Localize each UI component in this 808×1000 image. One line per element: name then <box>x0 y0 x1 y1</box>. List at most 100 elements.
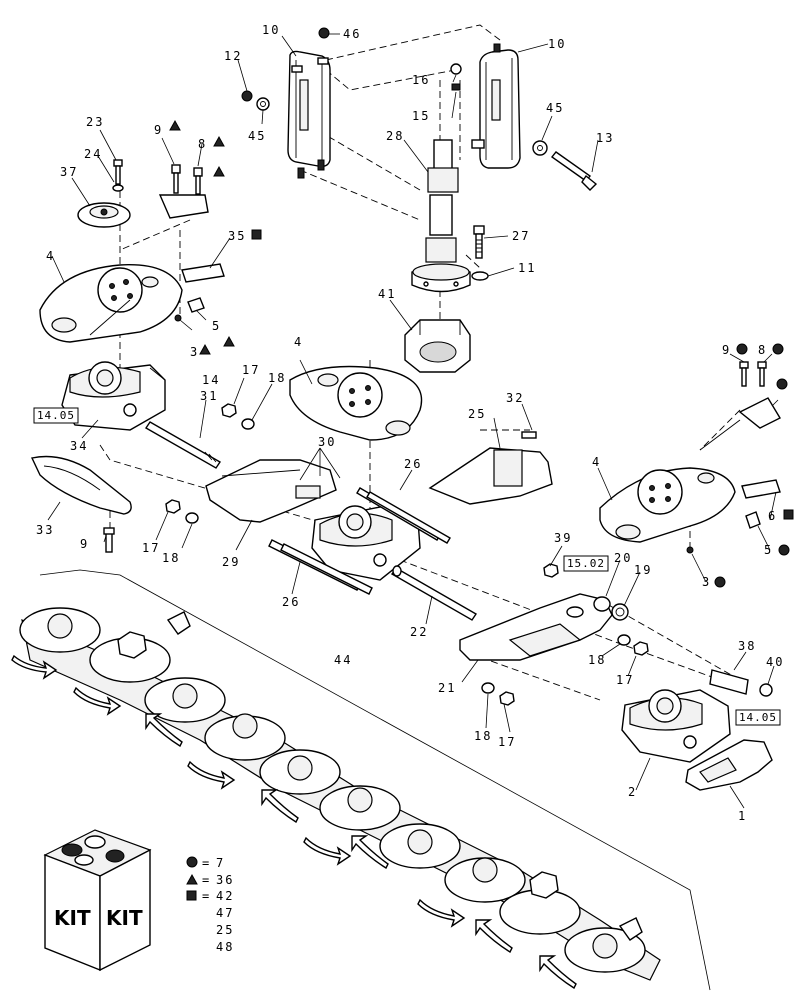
callout-label: 5 <box>764 543 773 557</box>
callout-label: 9 <box>722 343 731 357</box>
callout-label: 24 <box>84 147 102 161</box>
legend-eq: = <box>202 873 211 887</box>
callout-label: 45 <box>546 101 564 115</box>
callout-label: 10 <box>262 23 280 37</box>
nut-washer-17-18-top <box>221 403 255 430</box>
cutterbar-44 <box>11 569 711 991</box>
legend-eq: = <box>202 856 211 870</box>
callout-label: 34 <box>70 439 88 453</box>
callout-label: 18 <box>162 551 180 565</box>
callout-label: 8 <box>758 343 767 357</box>
callout-label: 6 <box>768 509 777 523</box>
callout-label: 17 <box>498 735 516 749</box>
callout-label: 27 <box>512 229 530 243</box>
callout-label: 19 <box>634 563 652 577</box>
square-icon <box>251 229 262 240</box>
kit-legend: KIT KIT = 7 = 36 = 42 47 25 48 <box>43 829 234 972</box>
callout-label: 26 <box>282 595 300 609</box>
callout-label: 9 <box>154 123 163 137</box>
callout-label: 21 <box>438 681 456 695</box>
kit-label: KIT <box>54 906 91 930</box>
rotation-arrows <box>11 654 577 990</box>
hood-right <box>599 467 736 543</box>
plate-6 <box>686 479 781 554</box>
legend-triangle-value: 36 <box>216 873 234 887</box>
bolt-23 <box>112 159 124 192</box>
legend-extra: 25 <box>216 923 234 937</box>
callout-label: 11 <box>518 261 536 275</box>
callout-label: 22 <box>410 625 428 639</box>
skid-1 <box>685 739 773 791</box>
callout-label: 12 <box>224 49 242 63</box>
legend-extra: 48 <box>216 940 234 954</box>
callout-label: 44 <box>334 653 352 667</box>
triangle-icon <box>213 165 225 177</box>
bolt-27 <box>471 225 489 281</box>
callout-label: 20 <box>614 551 632 565</box>
triangle-icon <box>199 343 211 355</box>
callout-label: 29 <box>222 555 240 569</box>
bracket-right <box>699 361 781 451</box>
callout-label: 8 <box>198 137 207 151</box>
gearbox-2 <box>621 689 731 763</box>
circle-icon <box>776 378 788 390</box>
plate-35 <box>174 263 225 322</box>
link-21 <box>459 593 613 661</box>
symbol-markers <box>169 119 794 588</box>
callout-label: 3 <box>702 575 711 589</box>
shield-25 <box>428 431 553 505</box>
ref-box-14-05-right[interactable]: 14.05 <box>735 709 781 726</box>
callout-label: 33 <box>36 523 54 537</box>
legend-extra: 47 <box>216 906 234 920</box>
bolt-38-40 <box>709 669 773 697</box>
circle-icon <box>778 544 790 556</box>
washers-19-20-39 <box>543 563 629 621</box>
callout-label: 45 <box>248 129 266 143</box>
ref-box-14-05-left[interactable]: 14.05 <box>33 407 79 424</box>
callout-label: 17 <box>242 363 260 377</box>
shaft-22 <box>391 565 477 621</box>
circle-icon <box>186 856 198 868</box>
callout-label: 41 <box>378 287 396 301</box>
circle-icon <box>772 343 784 355</box>
legend-eq: = <box>202 889 211 903</box>
callout-label: 9 <box>80 537 89 551</box>
callout-numbers: 10 46 12 45 10 16 15 45 13 28 27 11 41 2… <box>36 23 784 823</box>
callout-label: 35 <box>228 229 246 243</box>
callout-label: 40 <box>766 655 784 669</box>
callout-label: 38 <box>738 639 756 653</box>
callout-label: 14 <box>202 373 220 387</box>
kit-box-icon: KIT KIT <box>43 829 152 972</box>
shaft-31 <box>145 421 221 469</box>
gearbox-34 <box>61 361 166 431</box>
callout-label: 10 <box>548 37 566 51</box>
square-icon <box>186 890 197 901</box>
shield-half-right <box>471 43 521 169</box>
triangle-icon <box>223 335 235 347</box>
callout-label: 4 <box>294 335 303 349</box>
cap-37 <box>77 202 131 228</box>
bracket-top-left <box>158 164 209 219</box>
callout-label: 4 <box>592 455 601 469</box>
legend-circle-value: 7 <box>216 856 225 870</box>
ref-label: 14.05 <box>37 409 75 422</box>
skid-33 <box>30 455 132 553</box>
callout-label: 25 <box>468 407 486 421</box>
ref-box-15-02[interactable]: 15.02 <box>563 555 609 572</box>
triangle-icon <box>213 135 225 147</box>
callout-label: 46 <box>343 27 361 41</box>
hood-center <box>289 365 423 441</box>
callout-label: 32 <box>506 391 524 405</box>
kit-label: KIT <box>106 906 143 930</box>
callout-label: 37 <box>60 165 78 179</box>
studs-26 <box>268 487 451 595</box>
callout-label: 13 <box>596 131 614 145</box>
circle-icon <box>714 576 726 588</box>
square-icon <box>783 509 794 520</box>
callout-label: 3 <box>190 345 199 359</box>
hood-left-top <box>39 264 183 343</box>
callout-label: 17 <box>616 673 634 687</box>
callout-label: 23 <box>86 115 104 129</box>
callout-label: 26 <box>404 457 422 471</box>
